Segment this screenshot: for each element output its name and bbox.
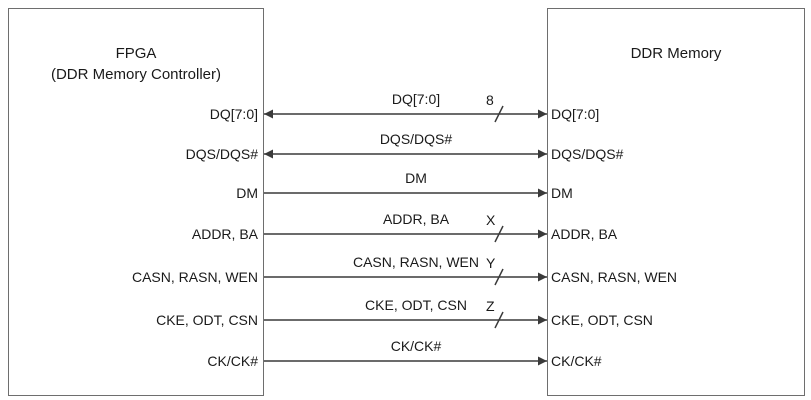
ddr-memory-block [547,8,805,396]
bus-slash [494,105,504,123]
fpga-block [8,8,264,396]
signal-name-label: DQ[7:0] [391,91,441,107]
fpga-signal-label: CK/CK# [207,353,258,369]
ddr-signal-label: CKE, ODT, CSN [551,312,653,328]
ddr-memory-title: DDR Memory [630,45,722,62]
signal-name-label: DQS/DQS# [379,131,453,147]
bus-width-label: X [486,212,496,228]
bus-slash [494,268,504,286]
bus-width-label: Y [486,255,496,271]
bus-slash [494,311,504,329]
fpga-signal-label: DQS/DQS# [185,146,258,162]
fpga-subtitle: (DDR Memory Controller) [50,66,222,83]
ddr-signal-label: CASN, RASN, WEN [551,269,678,285]
fpga-signal-label: CASN, RASN, WEN [131,269,258,285]
fpga-signal-label: DQ[7:0] [209,106,258,122]
ddr-signal-label: DQ[7:0] [551,106,600,122]
bus-width-label: 8 [486,92,494,108]
bus-slash [494,225,504,243]
ddr-signal-label: ADDR, BA [551,226,618,242]
ddr-signal-label: DQS/DQS# [551,146,624,162]
signal-name-label: DM [405,170,427,186]
fpga-signal-label: CKE, ODT, CSN [156,312,258,328]
signal-name-label: CASN, RASN, WEN [352,254,479,270]
signal-name-label: CK/CK# [390,338,442,354]
bus-width-label: Z [486,298,495,314]
fpga-signal-label: ADDR, BA [191,226,258,242]
ddr-signal-label: DM [551,185,573,201]
signal-name-label: ADDR, BA [382,211,450,227]
ddr-signal-label: CK/CK# [551,353,602,369]
fpga-signal-label: DM [236,185,258,201]
fpga-title: FPGA [115,45,157,62]
signal-name-label: CKE, ODT, CSN [365,297,467,313]
